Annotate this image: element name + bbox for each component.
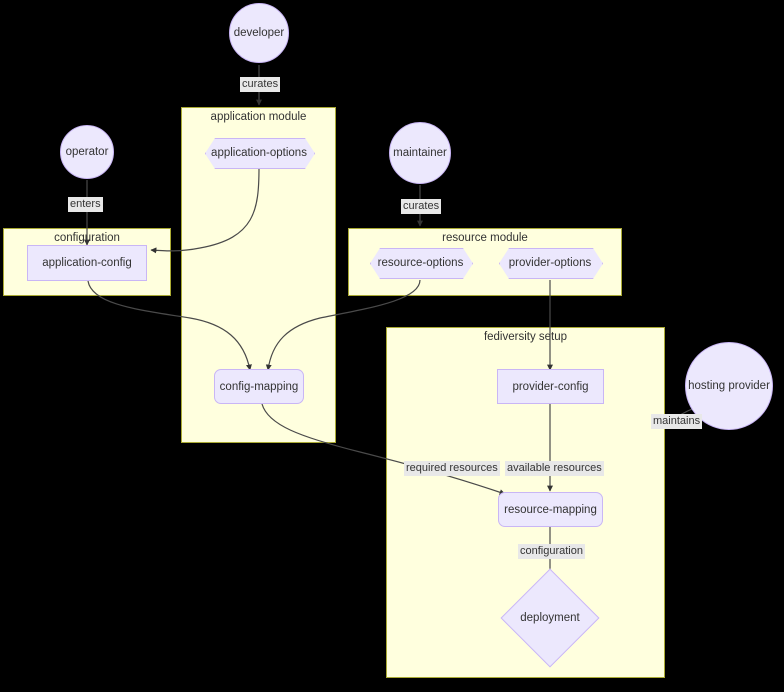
edge-application-config-config-mapping xyxy=(87,280,252,371)
node-application-config-label: application-config xyxy=(42,257,132,269)
node-developer-label: developer xyxy=(233,27,285,39)
cluster-application-module-label: application module xyxy=(210,111,307,123)
node-maintainer-label: maintainer xyxy=(393,147,447,159)
edge-label-required-resources: required resources xyxy=(404,461,500,476)
node-provider-config[interactable]: provider-config xyxy=(497,369,604,404)
node-resource-mapping[interactable]: resource-mapping xyxy=(498,492,603,527)
edge-config-mapping-resource-mapping xyxy=(261,403,506,496)
deployment-shape xyxy=(500,568,600,668)
node-hosting-provider[interactable]: hosting provider xyxy=(685,342,773,430)
node-maintainer[interactable]: maintainer xyxy=(389,122,451,184)
resource-options-shape xyxy=(370,248,473,279)
edge-label-maintains: maintains xyxy=(651,414,703,429)
edge-application-options-application-config xyxy=(150,166,260,254)
node-developer[interactable]: developer xyxy=(229,3,289,63)
node-application-options[interactable]: application-options xyxy=(205,138,313,167)
cluster-fediversity-setup-label: fediversity setup xyxy=(483,331,568,343)
application-options-shape xyxy=(205,138,315,169)
node-provider-config-label: provider-config xyxy=(512,380,589,393)
node-operator-label: operator xyxy=(65,146,109,158)
provider-options-shape xyxy=(499,248,603,279)
node-operator[interactable]: operator xyxy=(60,125,114,179)
node-deployment[interactable]: deployment xyxy=(500,568,600,668)
edge-resource-options-config-mapping xyxy=(265,279,421,371)
edge-label-available-resources: available resources xyxy=(505,461,604,476)
edge-label-curates-developer: curates xyxy=(240,77,281,92)
cluster-resource-module-label: resource module xyxy=(442,232,528,244)
edge-label-curates-maintainer: curates xyxy=(401,199,442,214)
node-resource-options[interactable]: resource-options xyxy=(370,248,471,277)
node-provider-options[interactable]: provider-options xyxy=(499,248,601,277)
node-config-mapping[interactable]: config-mapping xyxy=(214,369,304,404)
edge-label-enters: enters xyxy=(68,197,103,212)
node-resource-mapping-label: resource-mapping xyxy=(504,503,597,516)
node-application-config[interactable]: application-config xyxy=(27,245,147,281)
edge-label-configuration: configuration xyxy=(518,544,585,559)
node-config-mapping-label: config-mapping xyxy=(219,380,299,393)
node-hosting-provider-label: hosting provider xyxy=(688,380,770,392)
